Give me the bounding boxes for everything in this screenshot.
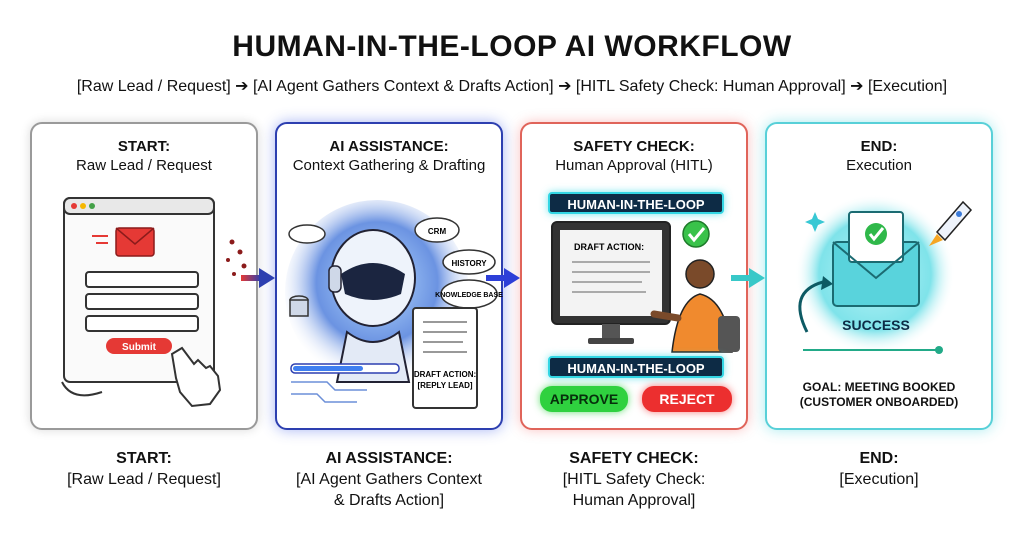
panel-end: END: Execution SUCCESS	[765, 122, 993, 430]
return-arrow	[798, 280, 824, 333]
goal-line: (CUSTOMER ONBOARDED)	[799, 395, 959, 409]
caption-line: [Execution]	[839, 471, 919, 488]
cloud-history-icon: HISTORY	[442, 249, 496, 275]
panel-title: AI ASSISTANCE:	[329, 138, 449, 155]
workflow-summary: [Raw Lead / Request] ➔ [AI Agent Gathers…	[76, 78, 948, 95]
doc-label: [REPLY LEAD]	[417, 381, 472, 390]
ai-agent-illustration: CRM HISTORY KNOWLEDGE BASE DRAFT ACTION:…	[285, 200, 503, 409]
cloud-label: CRM	[428, 227, 447, 236]
caption-line: [HITL Safety Check:	[562, 471, 706, 488]
browser-window-icon	[63, 197, 215, 383]
caption-line: & Drafts Action]	[333, 492, 445, 509]
panel-title: END:	[860, 138, 898, 155]
hitl-badge-top: HUMAN-IN-THE-LOOP	[548, 192, 724, 214]
doc-label: DRAFT ACTION:	[414, 370, 476, 379]
submit-label: Submit	[122, 342, 157, 353]
success-illustration: SUCCESS	[795, 194, 973, 354]
motion-swoosh	[61, 381, 103, 397]
lead-form-illustration: Submit	[61, 197, 247, 408]
caption-title: AI ASSISTANCE:	[325, 450, 453, 467]
caption-line: [Raw Lead / Request]	[67, 471, 221, 488]
panel-subtitle: Execution	[846, 157, 912, 174]
caption-title: START:	[116, 450, 172, 467]
caption-title: END:	[859, 450, 899, 467]
success-label: SUCCESS	[842, 317, 910, 333]
approve-button[interactable]: APPROVE	[540, 386, 628, 412]
caption-end: END: [Execution]	[765, 448, 993, 490]
cloud-crm-icon: CRM	[414, 217, 460, 243]
panel-subtitle: Raw Lead / Request	[76, 157, 212, 174]
submit-button	[106, 338, 172, 354]
caption-line: Human Approval]	[572, 492, 696, 509]
goal-text: GOAL: MEETING BOOKED (CUSTOMER ONBOARDED…	[767, 380, 991, 410]
progress-bar	[290, 363, 400, 374]
panel-start: START: Raw Lead / Request Submit	[30, 122, 258, 430]
sparkle-icon	[805, 212, 825, 232]
envelope-icon	[92, 227, 155, 257]
panel-subtitle: Context Gathering & Drafting	[292, 157, 486, 174]
arrow-right-icon	[486, 268, 520, 288]
panel-subtitle: Human Approval (HITL)	[555, 157, 713, 174]
caption-ai-assistance: AI ASSISTANCE: [AI Agent Gathers Context…	[275, 448, 503, 511]
cloud-label: KNOWLEDGE BASE	[435, 292, 503, 299]
hitl-badge-bottom: HUMAN-IN-THE-LOOP	[548, 356, 724, 378]
envelope-success-icon	[832, 211, 920, 307]
human-reviewer-icon	[650, 259, 733, 353]
robot-head-icon	[328, 229, 416, 383]
caption-start: START: [Raw Lead / Request]	[30, 448, 258, 490]
panel-title: SAFETY CHECK:	[573, 138, 695, 155]
check-shield-icon	[682, 220, 710, 248]
cloud-label: HISTORY	[451, 259, 487, 268]
pointing-hand-icon	[170, 346, 222, 408]
human-review-illustration: DRAFT ACTION:	[551, 220, 740, 353]
cloud-left-icon	[288, 224, 326, 244]
circuit-lines	[291, 381, 367, 403]
reject-button[interactable]: REJECT	[642, 386, 732, 412]
rocket-icon	[929, 200, 973, 246]
draft-document-icon: DRAFT ACTION: [REPLY LEAD]	[412, 307, 478, 409]
diagram-title: HUMAN-IN-THE-LOOP AI WORKFLOW	[232, 30, 792, 63]
screen-label: DRAFT ACTION:	[574, 242, 644, 252]
signal-dots-icon	[226, 239, 247, 276]
panel-title: START:	[117, 138, 171, 155]
goal-line: GOAL: MEETING BOOKED	[802, 380, 956, 394]
database-icon	[289, 295, 309, 317]
caption-safety-check: SAFETY CHECK: [HITL Safety Check: Human …	[520, 448, 748, 511]
monitor-icon: DRAFT ACTION:	[551, 221, 671, 344]
arrow-right-icon	[731, 268, 765, 288]
caption-line: [AI Agent Gathers Context	[296, 471, 482, 488]
chair-icon	[718, 316, 740, 352]
panel-safety-check: SAFETY CHECK: Human Approval (HITL) HUMA…	[520, 122, 748, 430]
arrow-right-icon	[241, 268, 275, 288]
form-fields	[85, 271, 199, 332]
panel-ai-assistance: AI ASSISTANCE: Context Gathering & Draft…	[275, 122, 503, 430]
caption-title: SAFETY CHECK:	[569, 450, 699, 467]
